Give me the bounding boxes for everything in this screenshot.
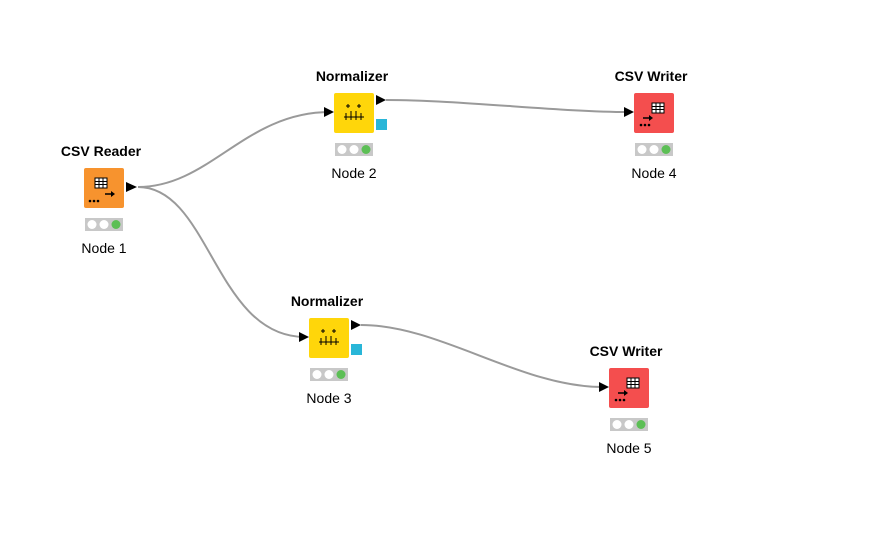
input-port[interactable] bbox=[324, 107, 334, 117]
node-title: Normalizer bbox=[316, 68, 389, 84]
node-csv-writer-5[interactable]: CSV Writer Node 5 bbox=[590, 343, 663, 456]
model-port[interactable] bbox=[376, 119, 387, 130]
node-title: CSV Writer bbox=[590, 343, 663, 359]
output-port[interactable] bbox=[376, 95, 386, 105]
connection-node1-node3[interactable] bbox=[137, 186, 306, 338]
status-traffic-light bbox=[310, 368, 348, 381]
normalizer-icon bbox=[344, 104, 364, 120]
output-port[interactable] bbox=[351, 320, 361, 330]
node-normalizer-3[interactable]: Normalizer Node 3 bbox=[291, 293, 364, 406]
node-csv-reader-1[interactable]: CSV Reader Node 1 bbox=[61, 143, 142, 256]
output-port[interactable] bbox=[126, 182, 137, 192]
node-csv-writer-4[interactable]: CSV Writer Node 4 bbox=[615, 68, 688, 181]
model-port[interactable] bbox=[351, 344, 362, 355]
normalizer-icon bbox=[319, 329, 339, 345]
status-traffic-light bbox=[335, 143, 373, 156]
node-label[interactable]: Node 3 bbox=[306, 390, 351, 406]
node-title: CSV Reader bbox=[61, 143, 142, 159]
status-traffic-light bbox=[610, 418, 648, 431]
node-title: CSV Writer bbox=[615, 68, 688, 84]
node-label[interactable]: Node 2 bbox=[331, 165, 376, 181]
csv-writer-icon bbox=[639, 102, 665, 127]
csv-writer-icon bbox=[614, 377, 640, 402]
status-traffic-light bbox=[85, 218, 123, 231]
status-traffic-light bbox=[635, 143, 673, 156]
node-label[interactable]: Node 4 bbox=[631, 165, 676, 181]
input-port[interactable] bbox=[599, 382, 609, 392]
connection-node2-node4[interactable] bbox=[385, 99, 629, 113]
node-body[interactable] bbox=[334, 93, 374, 133]
input-port[interactable] bbox=[299, 332, 309, 342]
node-label[interactable]: Node 5 bbox=[606, 440, 651, 456]
connection-node1-node2[interactable] bbox=[137, 111, 331, 188]
csv-reader-icon bbox=[88, 177, 115, 203]
connection-node3-node5[interactable] bbox=[360, 324, 604, 388]
node-body[interactable] bbox=[309, 318, 349, 358]
node-normalizer-2[interactable]: Normalizer Node 2 bbox=[316, 68, 389, 181]
input-port[interactable] bbox=[624, 107, 634, 117]
node-label[interactable]: Node 1 bbox=[81, 240, 126, 256]
node-title: Normalizer bbox=[291, 293, 364, 309]
connections bbox=[137, 99, 629, 388]
